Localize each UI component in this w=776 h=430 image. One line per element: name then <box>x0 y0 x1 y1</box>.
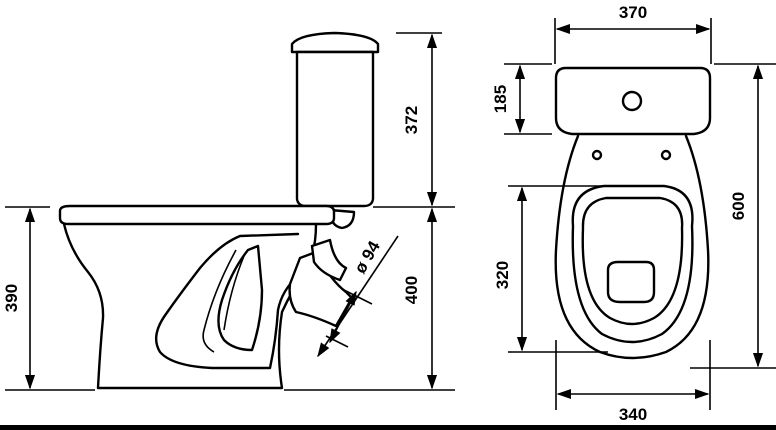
hinge-hole-left <box>591 149 603 161</box>
bowl-trap-outer <box>154 232 300 370</box>
dim-370-label: 370 <box>619 3 647 22</box>
dim-600-label: 600 <box>729 192 748 220</box>
side-dimensions: 390 372 400 ø 94 <box>2 32 455 391</box>
flush-button <box>621 90 643 112</box>
bowl-outline <box>554 134 710 360</box>
cistern-body <box>295 50 375 208</box>
outlet-flange <box>310 238 348 282</box>
top-view <box>554 66 712 360</box>
dim-372-label: 372 <box>402 106 421 134</box>
hinge-hole-right <box>660 149 672 161</box>
bowl-trap-detail <box>202 249 245 353</box>
cistern-lid <box>290 31 380 54</box>
dim-320-label: 320 <box>493 261 512 289</box>
side-view <box>58 31 380 390</box>
dim-340-label: 340 <box>619 405 647 424</box>
bowl-trap-inner <box>217 244 264 352</box>
dim-185-label: 185 <box>491 85 510 113</box>
seat-inner <box>581 196 684 326</box>
dim-400-label: 400 <box>402 276 421 304</box>
seat-rim <box>58 204 336 226</box>
dim-390-label: 390 <box>2 284 21 312</box>
top-dimensions: 370 185 320 600 340 <box>491 3 776 424</box>
drain-opening <box>606 260 656 304</box>
